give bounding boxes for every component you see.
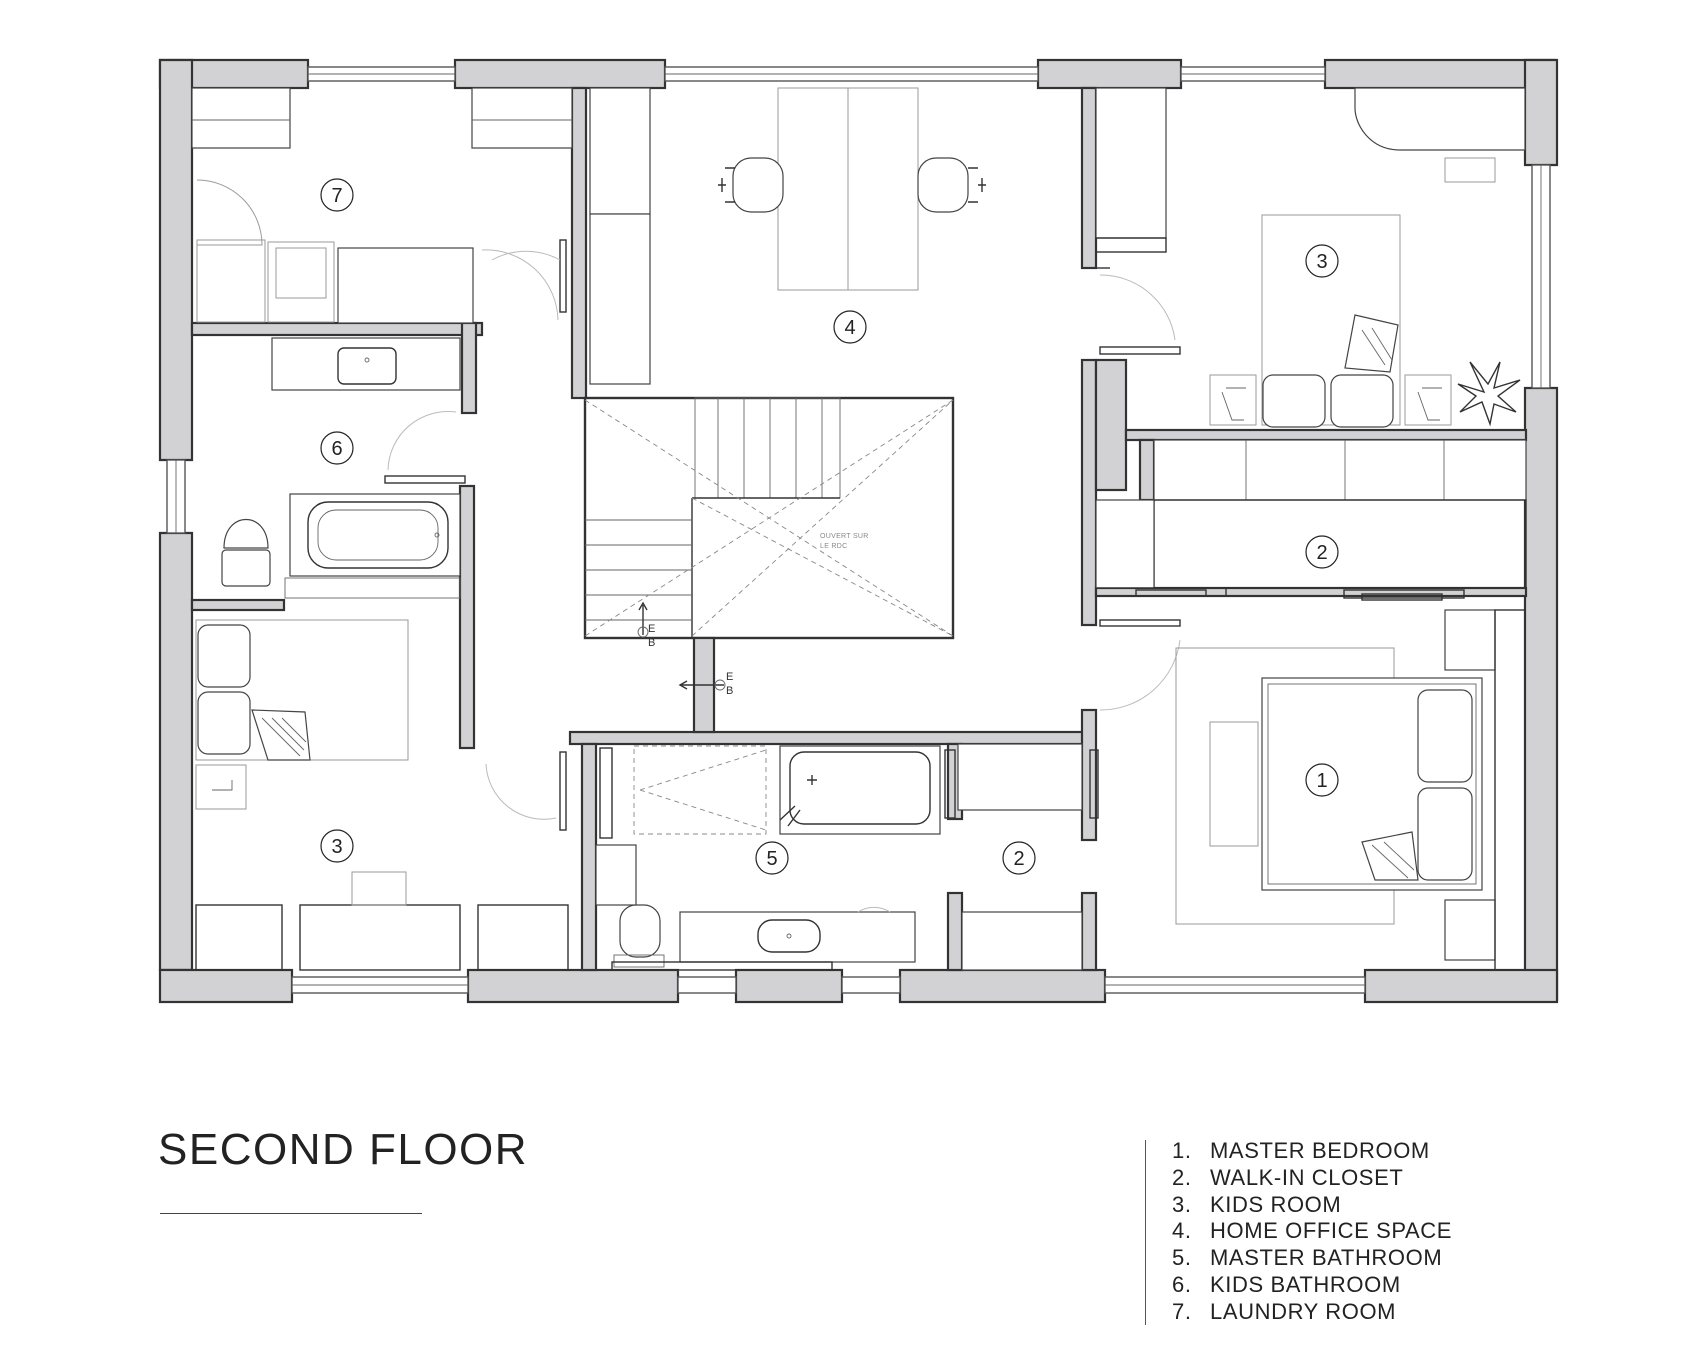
legend-label: KIDS BATHROOM <box>1210 1271 1401 1297</box>
walk-in-closet-east <box>1095 439 1527 711</box>
plan-title: SECOND FLOOR <box>158 1125 529 1174</box>
legend-item: 6. KIDS BATHROOM <box>1172 1272 1452 1299</box>
section-mark-1: E B <box>637 601 655 649</box>
legend-number: 7. <box>1172 1298 1192 1324</box>
section-mark-1-bottom: B <box>648 637 655 649</box>
room-tags: 7 4 3 6 2 1 3 5 <box>320 178 1339 875</box>
title-underline <box>160 1213 422 1214</box>
exterior-walls <box>158 58 1559 1004</box>
legend-label: KIDS ROOM <box>1210 1191 1342 1217</box>
laundry-room <box>191 87 573 324</box>
legend-divider <box>1145 1140 1146 1325</box>
room-tag-closet-south: 2 <box>1002 841 1036 875</box>
legend-item: 5. MASTER BATHROOM <box>1172 1245 1452 1272</box>
legend-number: 2. <box>1172 1164 1192 1190</box>
section-mark-2-bottom: B <box>726 685 733 697</box>
kids-bathroom <box>221 337 466 599</box>
stairs: OUVERT SUR LE RDC <box>584 397 954 638</box>
legend-label: MASTER BATHROOM <box>1210 1245 1443 1271</box>
master-bedroom <box>1175 609 1526 971</box>
legend-number: 1. <box>1172 1138 1192 1163</box>
legend-item: 1. MASTER BEDROOM <box>1172 1138 1452 1165</box>
section-mark-2: E B <box>678 671 733 697</box>
legend-number: 4. <box>1172 1218 1192 1244</box>
legend-item: 7. LAUNDRY ROOM <box>1172 1299 1452 1326</box>
kids-room-east <box>1095 87 1526 428</box>
room-tag-kids-bathroom-number: 6 <box>331 438 342 460</box>
legend-number: 5. <box>1172 1245 1192 1271</box>
legend-label: LAUNDRY ROOM <box>1210 1298 1397 1324</box>
room-tag-office-number: 4 <box>844 317 855 339</box>
floor-plan: OUVERT SUR LE RDC E B E B <box>158 58 1559 1004</box>
legend-label: MASTER BEDROOM <box>1210 1138 1430 1163</box>
room-tag-master-bedroom-number: 1 <box>1316 770 1327 792</box>
room-tag-kids-room-east: 3 <box>1305 244 1339 278</box>
room-tag-master-bedroom: 1 <box>1305 763 1339 797</box>
walk-in-closet-south <box>857 743 1099 971</box>
room-tag-laundry: 7 <box>320 178 354 212</box>
legend-item: 4. HOME OFFICE SPACE <box>1172 1218 1452 1245</box>
legend-item: 2. WALK-IN CLOSET <box>1172 1165 1452 1192</box>
section-mark-2-top: E <box>726 671 733 683</box>
room-tag-master-bathroom-number: 5 <box>766 848 777 870</box>
kids-room-west <box>195 619 569 971</box>
room-tag-kids-room-west: 3 <box>320 829 354 863</box>
room-tag-closet-east-number: 2 <box>1316 542 1327 564</box>
room-tag-kids-bathroom: 6 <box>320 431 354 465</box>
legend-label: HOME OFFICE SPACE <box>1210 1218 1453 1244</box>
home-office <box>491 87 986 385</box>
legend-number: 6. <box>1172 1271 1192 1297</box>
room-tag-master-bathroom: 5 <box>755 841 789 875</box>
stair-note-line-1: OUVERT SUR <box>820 533 869 540</box>
room-tag-closet-south-number: 2 <box>1013 848 1024 870</box>
plant-icon <box>1457 361 1521 427</box>
windows <box>166 66 1551 994</box>
room-tag-closet-east: 2 <box>1305 535 1339 569</box>
section-mark-1-top: E <box>648 623 655 635</box>
master-bathroom <box>595 745 941 971</box>
room-tag-kids-room-west-number: 3 <box>331 836 342 858</box>
legend-item: 3. KIDS ROOM <box>1172 1192 1452 1219</box>
room-tag-kids-room-east-number: 3 <box>1316 251 1327 273</box>
legend-number: 3. <box>1172 1191 1192 1217</box>
room-tag-laundry-number: 7 <box>331 185 342 207</box>
legend-label: WALK-IN CLOSET <box>1210 1164 1404 1190</box>
room-tag-office: 4 <box>833 310 867 344</box>
room-legend: 1. MASTER BEDROOM 2. WALK-IN CLOSET 3. KIDS… <box>1172 1138 1452 1326</box>
stair-note-line-2: LE RDC <box>820 543 847 550</box>
